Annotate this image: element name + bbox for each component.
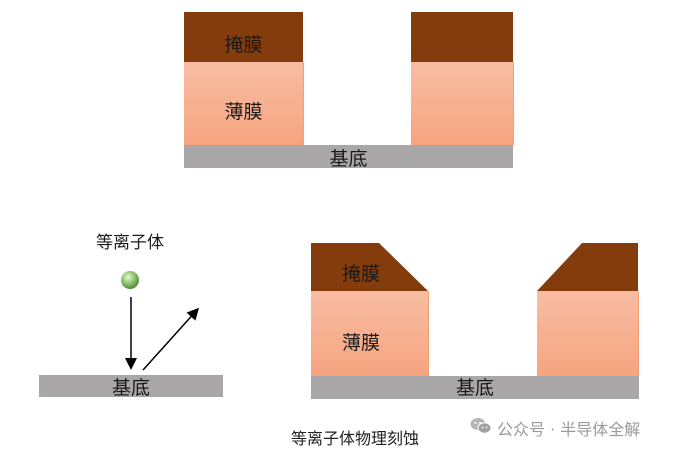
mask-label: 掩膜 bbox=[224, 34, 263, 56]
etched-film-left bbox=[311, 291, 429, 376]
etched-film-label: 薄膜 bbox=[341, 332, 380, 354]
film-label: 薄膜 bbox=[224, 101, 263, 123]
film-left bbox=[184, 62, 304, 145]
film-right bbox=[411, 62, 514, 145]
plasma-substrate-label: 基底 bbox=[111, 377, 150, 399]
etched-mask-left bbox=[311, 243, 428, 291]
substrate bbox=[184, 145, 513, 168]
etched-mask-label: 掩膜 bbox=[341, 263, 380, 285]
substrate-label: 基底 bbox=[329, 148, 368, 170]
plasma-title: 等离子体 bbox=[96, 233, 164, 253]
mask-right bbox=[411, 12, 513, 62]
etched-substrate bbox=[311, 376, 639, 399]
plasma-particle bbox=[121, 271, 139, 289]
etched-substrate-label: 基底 bbox=[455, 377, 494, 399]
wechat-icon bbox=[470, 417, 492, 439]
etched-mask-right bbox=[537, 243, 638, 291]
figure-caption: 等离子体物理刻蚀 bbox=[291, 429, 420, 448]
mask-left bbox=[184, 12, 303, 62]
plasma-substrate bbox=[39, 375, 223, 397]
etched-film-right bbox=[537, 291, 639, 376]
reflected-arrow bbox=[142, 307, 200, 371]
watermark-text: 公众号 · 半导体全解 bbox=[497, 420, 641, 439]
watermark: 公众号 · 半导体全解 bbox=[470, 416, 640, 440]
